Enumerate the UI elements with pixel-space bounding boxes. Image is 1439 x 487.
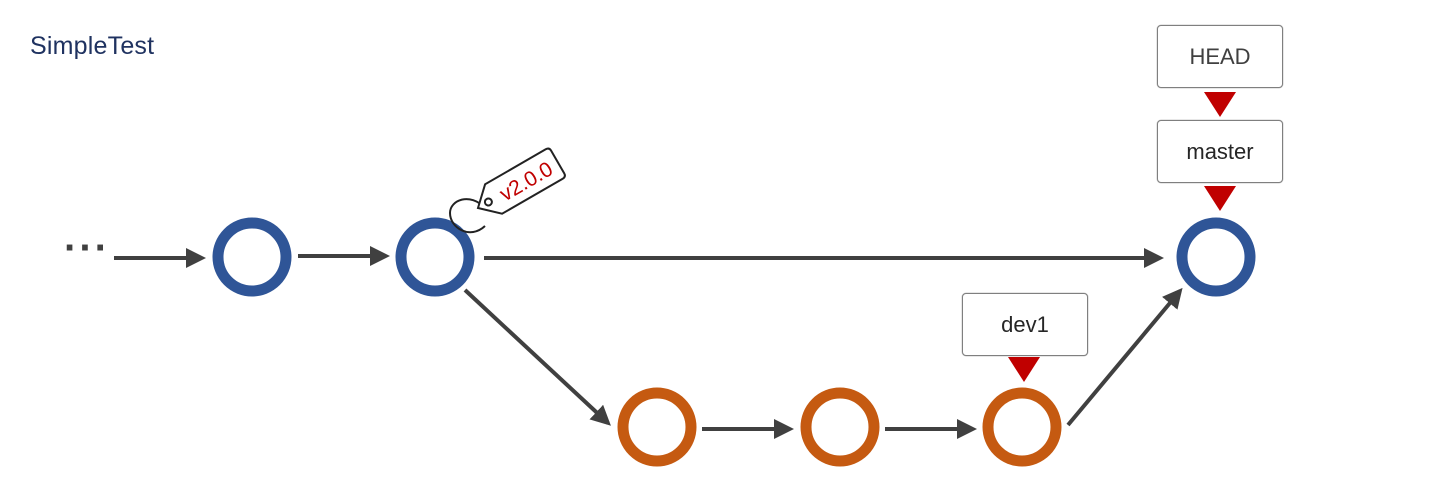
master-pointer-triangle: [1204, 186, 1236, 211]
head-label-text: HEAD: [1189, 43, 1251, 69]
master-branch-label: master: [1157, 120, 1283, 183]
commit-main-2: [395, 217, 475, 297]
arrow-branch-commit-3-to-master-commit: [1066, 287, 1183, 427]
commit-branch-3-dev1: [982, 387, 1062, 467]
dev1-pointer-triangle: [1008, 357, 1040, 382]
commit-main-1: [212, 217, 292, 297]
commit-branch-2: [800, 387, 880, 467]
tag-v2-0-0: v2.0.0: [448, 147, 566, 233]
head-pointer-triangle: [1204, 92, 1236, 117]
dev1-branch-label: dev1: [962, 293, 1088, 356]
tag-hole: [483, 197, 493, 207]
tag-shape: [476, 147, 566, 215]
master-label-text: master: [1186, 138, 1254, 164]
head-label: HEAD: [1157, 25, 1283, 88]
arrow-commit-2-to-branch-commit-1: [463, 288, 611, 426]
earlier-commits-ellipsis: ···: [64, 226, 110, 270]
tag-string-loop: [448, 198, 486, 233]
commit-master: [1176, 217, 1256, 297]
dev1-label-text: dev1: [1001, 311, 1049, 337]
diagram-title: SimpleTest: [30, 32, 155, 60]
commit-branch-1: [617, 387, 697, 467]
